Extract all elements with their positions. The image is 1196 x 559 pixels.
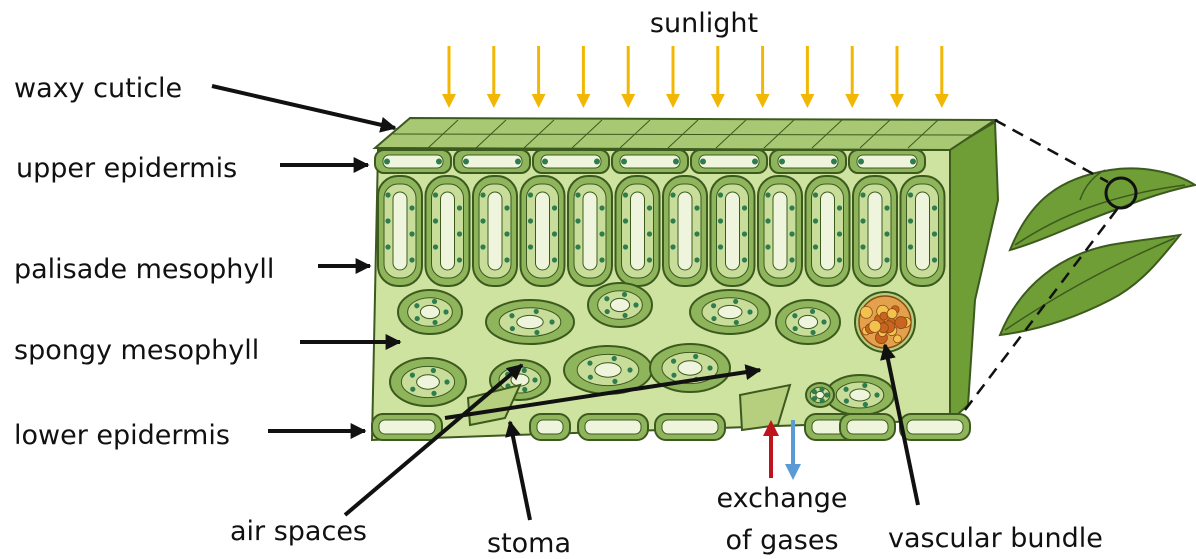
- leaf-icon: [1000, 168, 1195, 335]
- exchange-of-gases-label-line1: exchange: [716, 483, 847, 514]
- exchange-of-gases-label-line2: of gases: [725, 525, 838, 556]
- stoma-arrow: [510, 422, 530, 520]
- sunlight-label: sunlight: [650, 8, 758, 39]
- palisade-mesophyll-label: palisade mesophyll: [14, 254, 274, 285]
- leaf-block: [372, 118, 998, 440]
- upper-epidermis-label: upper epidermis: [16, 153, 237, 184]
- sunlight-arrowhead: [621, 94, 635, 108]
- sunlight-arrowhead: [711, 94, 725, 108]
- sunlight-arrowhead: [532, 94, 546, 108]
- sunlight-arrowhead: [800, 94, 814, 108]
- sunlight-arrows: [442, 46, 949, 108]
- stoma-label: stoma: [487, 528, 571, 559]
- spongy-mesophyll-label: spongy mesophyll: [14, 335, 259, 366]
- lower-epidermis-label: lower epidermis: [14, 420, 230, 451]
- sunlight-arrowhead: [756, 94, 770, 108]
- waxy-cuticle-arrow: [212, 86, 395, 128]
- sunlight-arrowhead: [890, 94, 904, 108]
- sunlight-arrowhead: [576, 94, 590, 108]
- sunlight-arrowhead: [845, 94, 859, 108]
- air-spaces-label: air spaces: [230, 516, 367, 547]
- upper-epidermis-cells: [375, 150, 925, 173]
- sunlight-arrowhead: [666, 94, 680, 108]
- sunlight-arrowhead: [442, 94, 456, 108]
- vascular-bundle-tissue: [855, 292, 915, 352]
- waxy-cuticle-label: waxy cuticle: [14, 73, 182, 104]
- sunlight-arrowhead: [935, 94, 949, 108]
- vascular-bundle-label: vascular bundle: [888, 523, 1103, 554]
- leaf-lower: [1000, 235, 1180, 335]
- sunlight-arrowhead: [487, 94, 501, 108]
- gas-exchange-arrows: [763, 420, 801, 480]
